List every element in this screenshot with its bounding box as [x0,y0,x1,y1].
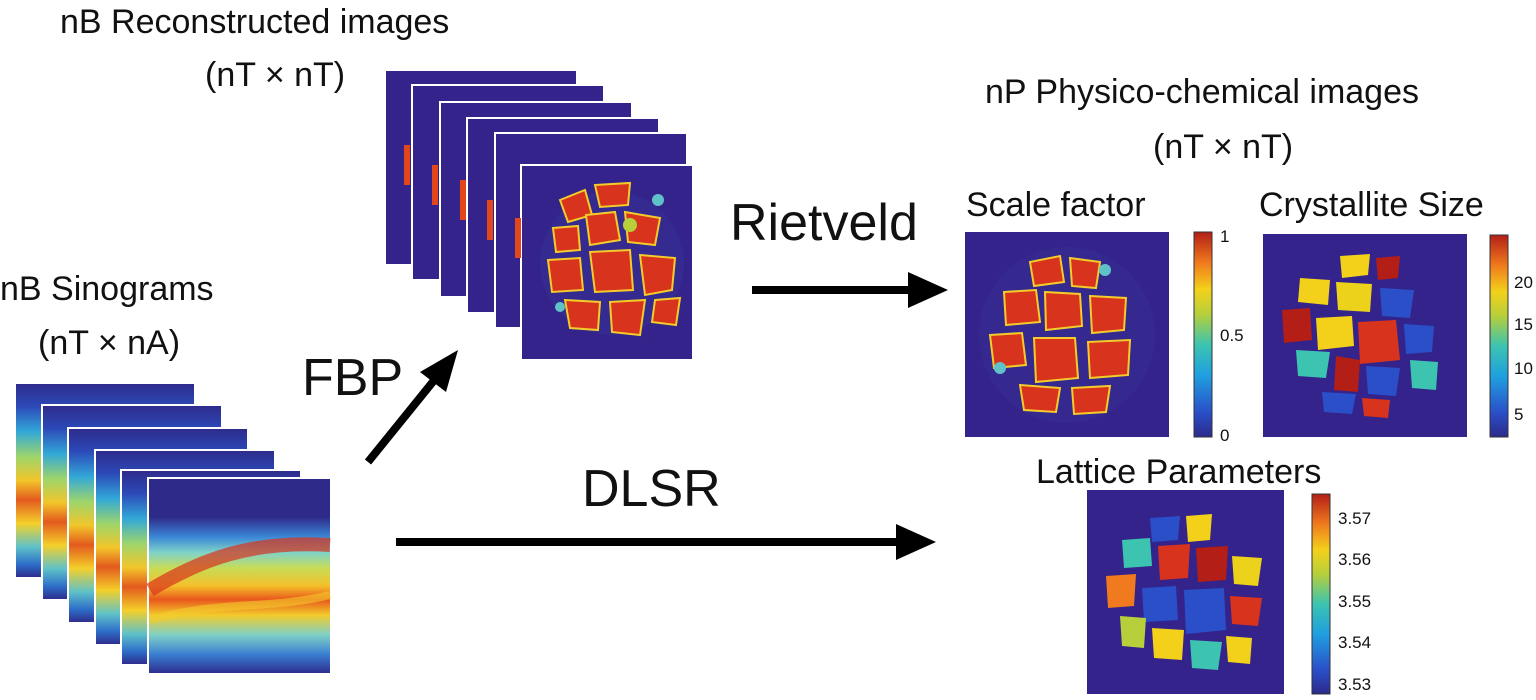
sinogram-stack [14,382,332,675]
reconstructed-images-title: nB Reconstructed images [60,3,450,41]
scale-factor-title: Scale factor [966,186,1146,224]
reconstructed-grains [540,181,684,337]
crystallite-size-title: Crystallite Size [1259,186,1484,224]
fbp-arrow [364,350,458,465]
lattice-parameters-tick: 3.56 [1338,550,1372,569]
lattice-parameters-tick: 3.54 [1338,633,1372,652]
scale-factor-colorbar [1193,231,1213,438]
scale-factor-image [965,232,1169,437]
crystallite-size-image [1263,234,1467,437]
lattice-parameters-tick: 3.55 [1338,592,1372,611]
crystallite-size-tick: 15 [1514,315,1533,334]
scale-factor-tick: 0 [1220,426,1230,445]
lattice-parameters-tick: 3.57 [1338,509,1372,528]
lattice-parameters-colorbar [1311,493,1331,695]
lattice-parameters-tick: 3.53 [1338,675,1372,694]
dlsr-arrow [396,524,936,560]
crystallite-size-colorbar [1489,234,1509,438]
sinograms-dims: (nT × nA) [38,324,181,362]
sinograms-title: nB Sinograms [0,270,214,308]
fbp-label: FBP [302,349,404,407]
lattice-parameters-image [1087,490,1284,694]
lattice-parameters-title: Lattice Parameters [1036,453,1322,491]
physico-chemical-title: nP Physico-chemical images [985,73,1419,111]
physico-chemical-dims: (nT × nT) [1153,128,1294,166]
scale-factor-tick: 1 [1220,227,1230,246]
crystallite-size-tick: 5 [1514,405,1524,424]
crystallite-size-tick: 20 [1514,273,1533,292]
crystallite-size-tick: 10 [1514,359,1533,378]
rietveld-label: Rietveld [730,194,918,252]
scale-factor-tick: 0.5 [1220,326,1244,345]
rietveld-arrow [752,272,948,308]
reconstructed-stack [384,69,694,361]
reconstructed-images-dims: (nT × nT) [205,56,346,94]
dlsr-label: DLSR [582,460,721,518]
